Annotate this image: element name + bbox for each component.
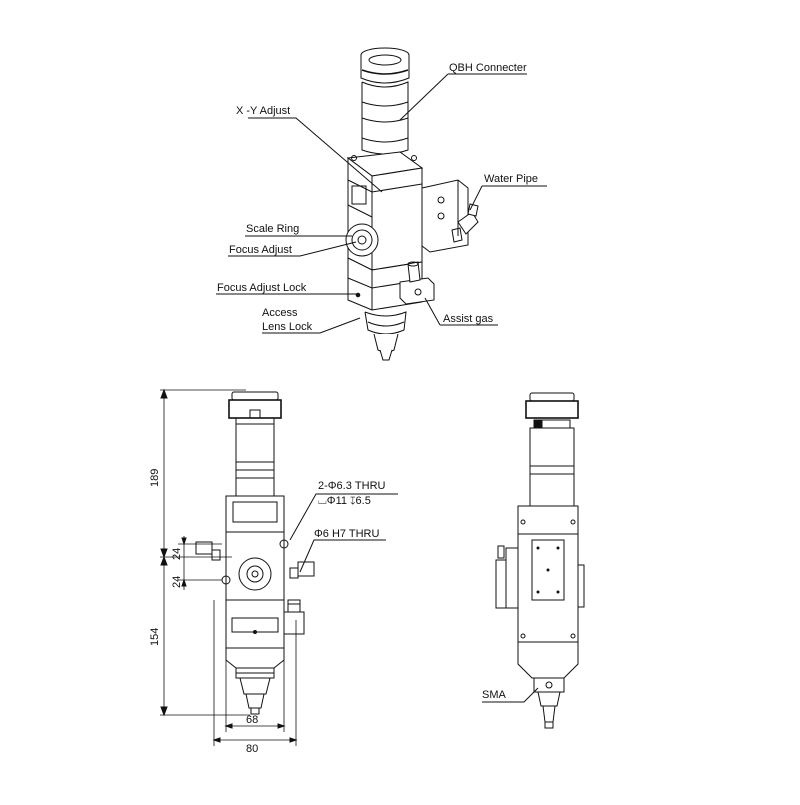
- dim-width-outer: 80: [246, 743, 258, 755]
- dim-height-upper: 189: [149, 469, 161, 487]
- label-qbh-connector: QBH Connecter: [449, 62, 527, 74]
- label-focus-adjust-lock: Focus Adjust Lock: [217, 282, 307, 294]
- dim-hole-offset-bottom: 24: [171, 576, 183, 588]
- note-thru-holes: 2-Φ6.3 THRU: [318, 480, 386, 492]
- label-focus-adjust: Focus Adjust: [229, 244, 292, 256]
- label-sma: SMA: [482, 689, 507, 701]
- sma-leader: [482, 687, 539, 703]
- label-xy-adjust: X -Y Adjust: [236, 105, 290, 117]
- front-view: [195, 391, 315, 715]
- label-access: Access: [262, 307, 298, 319]
- dim-hole-offset-top: 24: [171, 548, 183, 560]
- dim-width-inner: 68: [246, 714, 258, 726]
- dim-height-lower: 154: [149, 628, 161, 646]
- label-assist-gas: Assist gas: [443, 313, 494, 325]
- dimension-lines: [160, 388, 398, 746]
- isometric-view: [345, 47, 479, 361]
- note-pin-hole: Φ6 H7 THRU: [314, 528, 379, 540]
- label-lens-lock: Lens Lock: [262, 321, 313, 333]
- note-counterbore: ⌴Φ11 ↧6.5: [318, 495, 371, 507]
- side-view: [495, 392, 585, 729]
- label-scale-ring: Scale Ring: [246, 223, 299, 235]
- label-water-pipe: Water Pipe: [484, 173, 538, 185]
- leader-lines: [216, 73, 547, 334]
